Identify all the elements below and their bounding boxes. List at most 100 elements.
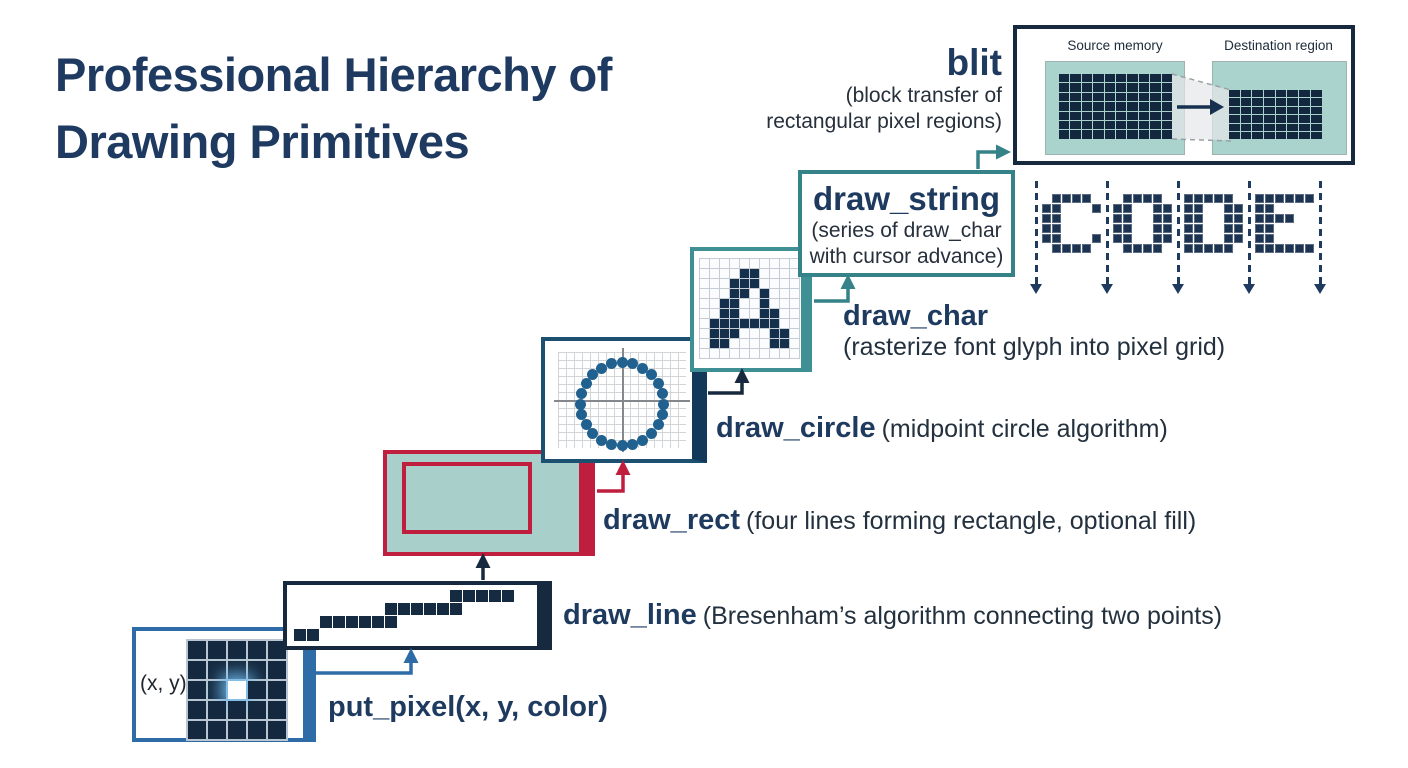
letter-gap	[1072, 204, 1081, 213]
empty-cell	[411, 629, 423, 641]
letter-gap	[1295, 204, 1304, 213]
draw-line-name: draw_line	[563, 599, 697, 631]
empty-cell	[372, 590, 384, 602]
filled-cell	[750, 279, 759, 288]
filled-cell	[730, 319, 739, 328]
letter-cell	[1234, 204, 1243, 213]
circle-dot	[627, 358, 639, 370]
draw-circle-name: draw_circle	[716, 412, 876, 444]
blit-label: blit (block transfer of rectangular pixe…	[720, 43, 1002, 135]
draw-line-desc: (Bresenham’s algorithm connecting two po…	[702, 602, 1223, 630]
filled-cell	[730, 279, 739, 288]
memory-cell	[1229, 98, 1240, 106]
projection-line-bottom	[1171, 138, 1232, 142]
filled-cell	[385, 603, 397, 615]
memory-cell	[1059, 120, 1070, 130]
empty-cell	[307, 590, 319, 602]
letter-cell	[1153, 204, 1162, 213]
circle-dot	[652, 377, 664, 389]
empty-cell	[515, 590, 527, 602]
filled-cell	[398, 603, 410, 615]
letter-gap	[1082, 214, 1091, 223]
source-memory-label: Source memory	[1067, 38, 1163, 53]
empty-cell	[760, 269, 769, 278]
memory-cell	[1229, 106, 1240, 115]
pixel-cell	[208, 701, 226, 719]
empty-cell	[710, 279, 719, 288]
circle-dot	[645, 369, 657, 381]
letter-gap	[1113, 244, 1122, 253]
memory-cell	[1264, 98, 1275, 106]
white-pixel-cell	[228, 681, 246, 699]
letter-cell	[1204, 194, 1213, 203]
letter-gap	[1275, 204, 1284, 213]
pixel-cell	[208, 721, 226, 739]
empty-cell	[307, 603, 319, 615]
letter-cell	[1265, 214, 1274, 223]
blit-desc-line2: rectangular pixel regions)	[766, 110, 1002, 134]
empty-cell	[730, 349, 739, 358]
empty-cell	[710, 349, 719, 358]
letter-cell	[1123, 224, 1132, 233]
pixel-cell	[268, 641, 286, 659]
empty-cell	[700, 289, 709, 298]
empty-cell	[700, 339, 709, 348]
pixel-cell	[268, 721, 286, 739]
empty-cell	[770, 279, 779, 288]
memory-cell	[1138, 83, 1150, 92]
letter-gap	[1092, 194, 1101, 203]
letter-cell	[1255, 194, 1264, 203]
memory-cell	[1104, 102, 1115, 111]
empty-cell	[790, 309, 799, 318]
filled-cell	[333, 616, 345, 628]
empty-cell	[730, 259, 739, 268]
letter-gap	[1092, 244, 1101, 253]
memory-cell	[1081, 92, 1093, 102]
circle-dot	[574, 398, 586, 410]
memory-cell	[1104, 120, 1115, 130]
empty-cell	[450, 616, 462, 628]
memory-cell	[1070, 111, 1081, 120]
pixel-letter-E	[1255, 194, 1314, 253]
letter-gap	[1113, 194, 1122, 203]
letter-cell	[1123, 204, 1132, 213]
memory-cell	[1138, 102, 1150, 111]
letter-cell	[1133, 244, 1142, 253]
memory-cell	[1161, 83, 1172, 92]
filled-cell	[770, 309, 779, 318]
pixel-cell	[208, 661, 226, 679]
letter-gap	[1285, 224, 1294, 233]
memory-cell	[1310, 98, 1322, 106]
memory-cell	[1310, 131, 1322, 140]
letter-cell	[1184, 224, 1193, 233]
memory-cell	[1229, 123, 1240, 131]
empty-cell	[760, 259, 769, 268]
empty-cell	[359, 629, 371, 641]
memory-cell	[1093, 102, 1104, 111]
letter-cell	[1275, 244, 1284, 253]
pixel-letter-D	[1184, 194, 1243, 253]
empty-cell	[411, 616, 423, 628]
empty-cell	[476, 629, 488, 641]
letter-cell	[1153, 224, 1162, 233]
letter-gap	[1305, 224, 1314, 233]
circle-dot	[658, 398, 670, 410]
circle-dot	[587, 369, 599, 381]
memory-cell	[1299, 98, 1310, 106]
pixel-cell	[188, 721, 206, 739]
empty-cell	[750, 289, 759, 298]
letter-cell	[1082, 244, 1091, 253]
empty-cell	[515, 629, 527, 641]
memory-cell	[1287, 106, 1299, 115]
empty-cell	[320, 590, 332, 602]
draw-rect-label: draw_rect(four lines forming rectangle, …	[603, 504, 1196, 537]
empty-cell	[346, 629, 358, 641]
letter-cell	[1285, 194, 1294, 203]
memory-cell	[1093, 74, 1104, 83]
memory-cell	[1161, 130, 1172, 139]
memory-cell	[1081, 130, 1093, 139]
letter-cell	[1092, 204, 1101, 213]
pixel-cell	[188, 641, 206, 659]
empty-cell	[760, 279, 769, 288]
memory-cell	[1161, 102, 1172, 111]
